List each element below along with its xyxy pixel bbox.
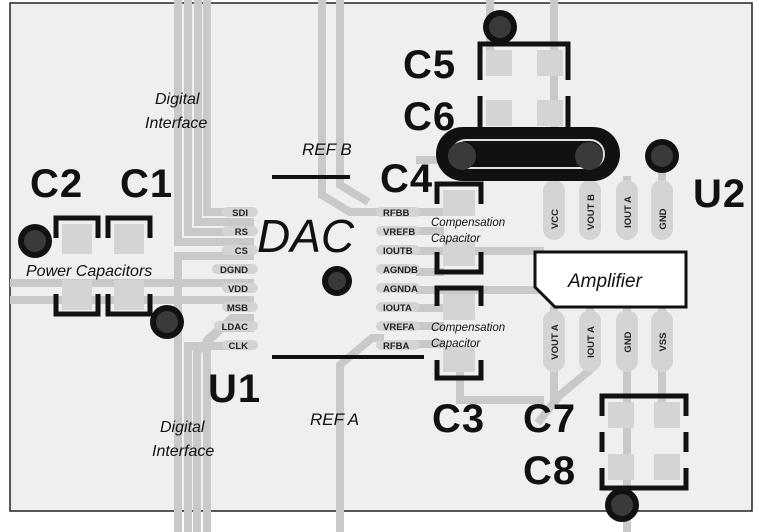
via-c8 [605,488,639,522]
amp-pin-gnd-bottom: GND [623,331,634,352]
pin-label-dgnd: DGND [220,265,248,276]
via-c6-right [575,142,603,170]
compensation-top-line1: Compensation [431,217,505,229]
via-c1 [150,305,184,339]
via-agnd [322,266,352,296]
pin-label-vrefa: VREFA [383,322,415,333]
ref-a-label: REF A [310,410,359,429]
pin-label-rfba: RFBA [383,341,410,352]
refdes-c5: C5 [403,43,456,87]
amp-pin-vout-a: VOUT A [550,324,561,360]
pin-label-iouta: IOUTA [383,303,412,314]
amp-pin-iout-a-top: IOUT A [623,196,634,228]
digital-interface-top-line2: Interface [145,115,207,132]
pin-label-vdd: VDD [228,284,248,295]
compensation-top-line2: Capacitor [431,233,481,245]
via-c2 [18,224,52,258]
compensation-bottom-line2: Capacitor [431,338,481,350]
dac-left-pin-labels: SDI RS CS DGND VDD MSB LDAC CLK [220,208,248,352]
amp-top-pin-labels: VCC VOUT B IOUT A GND [550,194,669,230]
compensation-bottom-line1: Compensation [431,322,505,334]
pin-label-msb: MSB [227,303,248,314]
via-gnd [645,139,679,173]
cap-outlines [53,41,689,491]
pin-label-clk: CLK [228,341,248,352]
refdes-c6: C6 [403,95,456,139]
refdes-c4: C4 [380,157,433,201]
ref-b-label: REF B [302,140,352,159]
pin-label-agnda: AGNDA [383,284,418,295]
via-c5 [483,10,517,44]
via-c6-left [448,142,476,170]
pin-label-cs: CS [235,246,248,257]
pads [62,50,680,480]
pin-label-vrefb: VREFB [383,227,415,238]
amplifier-body [533,250,688,309]
refdes-u1: U1 [208,367,261,411]
amp-bottom-pin-labels: VOUT A IOUT A GND VSS [550,324,669,360]
pin-label-sdi: SDI [232,208,248,219]
amp-pin-vout-b: VOUT B [586,194,597,230]
refdes-c2: C2 [30,162,83,206]
digital-interface-bottom-line1: Digital [160,419,205,436]
pin-label-rfbb: RFBB [383,208,410,219]
amp-pin-vss: VSS [658,332,669,351]
refdes-c1: C1 [120,162,173,206]
digital-interface-top-line1: Digital [155,91,200,108]
pin-label-agndb: AGNDB [383,265,418,276]
amplifier-label: Amplifier [567,271,643,292]
pin-label-rs: RS [235,227,248,238]
refdes-c8: C8 [523,449,576,493]
vias [18,10,679,522]
refdes-c7: C7 [523,397,576,441]
power-capacitors-label: Power Capacitors [26,263,152,280]
refdes-c3: C3 [432,397,485,441]
pin-label-ldac: LDAC [222,322,249,333]
amp-pin-iout-a-bottom: IOUT A [586,326,597,358]
ref-designators: C2 C1 C5 C6 C4 U1 U2 C3 C7 C8 [30,43,746,493]
dac-right-pin-labels: RFBB VREFB IOUTB AGNDB AGNDA IOUTA VREFA… [383,208,418,352]
dac-label: DAC [257,210,355,262]
refdes-u2: U2 [693,172,746,216]
amp-pin-vcc: VCC [550,209,561,229]
digital-interface-bottom-line2: Interface [152,443,214,460]
amp-pin-gnd-top: GND [658,208,669,229]
pin-label-ioutb: IOUTB [383,246,413,257]
